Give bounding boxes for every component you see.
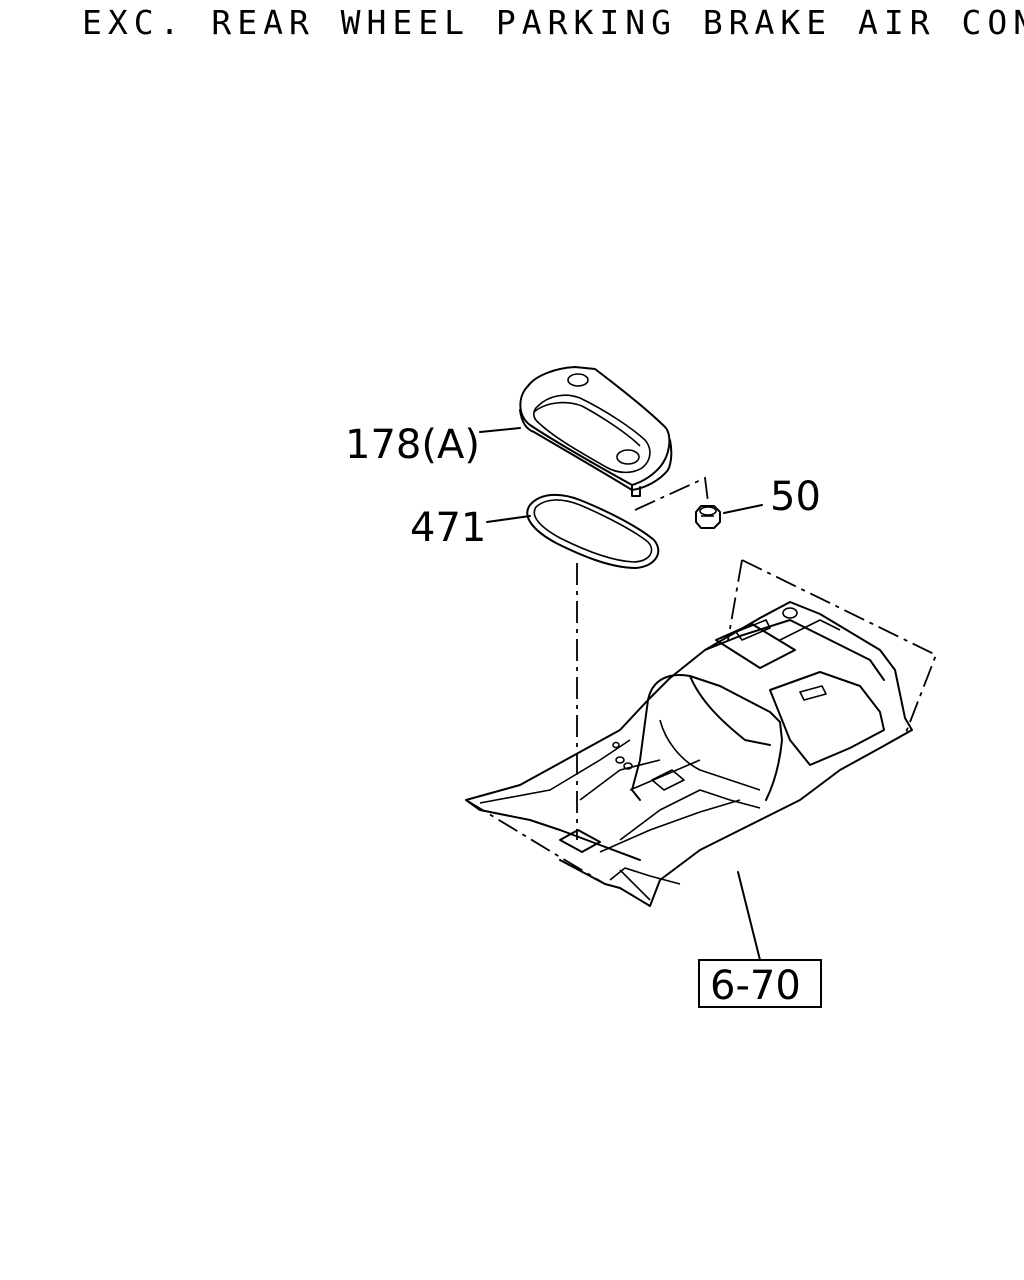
callout-471: 471 <box>410 505 486 551</box>
reference-box-label: 6-70 <box>710 963 801 1009</box>
leader-50 <box>723 504 763 514</box>
leader-178a <box>479 427 521 433</box>
leader-6-70 <box>737 871 761 961</box>
callout-178a: 178(A) <box>345 422 480 468</box>
reference-box <box>698 959 822 1008</box>
part-178a-boot-frame <box>519 366 673 497</box>
callout-50: 50 <box>770 474 821 520</box>
part-471-seal-ring <box>526 493 660 569</box>
leader-471 <box>486 515 531 523</box>
assembly-line-nut <box>634 476 709 511</box>
part-50-flange-nut <box>695 505 721 529</box>
diagram-title: EXC. REAR WHEEL PARKING BRAKE AIR CONTRO… <box>82 3 1024 42</box>
floor-panel <box>465 559 938 907</box>
